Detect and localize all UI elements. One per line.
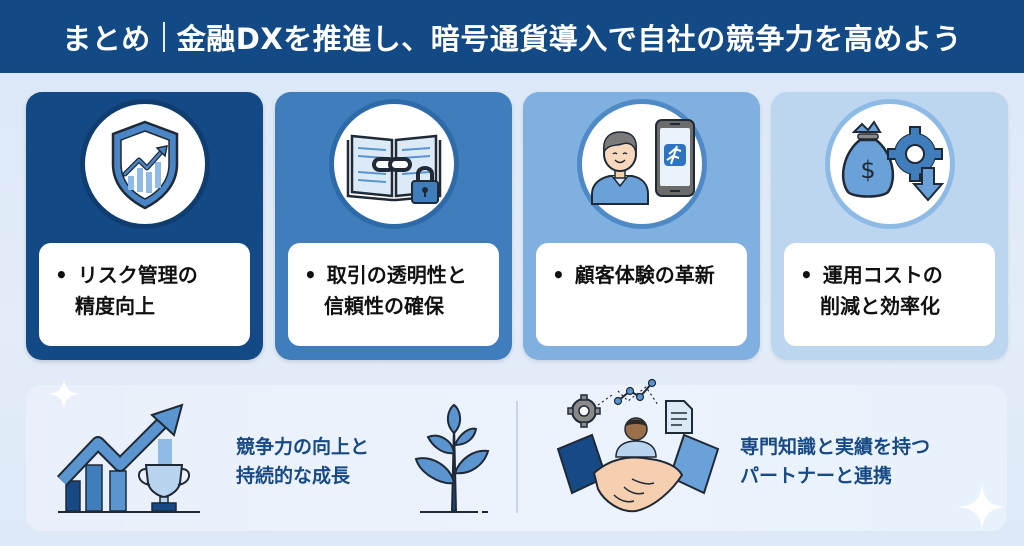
- bottom-right-text: 専門知識と実績を持つ パートナーと連携: [740, 433, 930, 491]
- page-title: まとめ 金融DXを推進し、暗号通貨導入で自社の競争力を高めよう: [0, 0, 1024, 73]
- card-line1: リスク管理の: [77, 263, 198, 287]
- card-line2: 精度向上: [75, 294, 155, 318]
- bottom-right-line1: 専門知識と実績を持つ: [740, 436, 931, 458]
- card-text: • 顧客体験の革新: [536, 243, 747, 346]
- plant-icon: [414, 403, 490, 513]
- card-risk-management: • リスク管理の 精度向上: [26, 92, 263, 360]
- customer-smartphone-icon: [581, 104, 702, 224]
- bottom-left-text: 競争力の向上と 持続的な成長: [236, 433, 369, 491]
- bottom-left-line2: 持続的な成長: [236, 465, 351, 487]
- ledger-lock-icon: [333, 104, 454, 224]
- panel-divider: [516, 401, 518, 513]
- bullet: •: [304, 263, 317, 287]
- card-cost-reduction: $ • 運用コストの 削減と効率化: [771, 92, 1008, 360]
- bullet: •: [800, 263, 813, 287]
- card-customer-experience: • 顧客体験の革新: [523, 92, 760, 360]
- card-line1: 顧客体験の革新: [574, 263, 715, 287]
- card-text: • 運用コストの 削減と効率化: [784, 243, 995, 346]
- money-gear-down-icon: $: [829, 104, 950, 224]
- title-main: 金融DXを推進し、暗号通貨導入で自社の競争力を高めよう: [176, 21, 962, 56]
- sparkle-icon: [48, 378, 80, 410]
- shield-chart-icon: [84, 104, 205, 224]
- bullet: •: [552, 263, 565, 287]
- card-line2: 信頼性の確保: [324, 294, 444, 318]
- sparkle-icon: [958, 483, 1006, 531]
- card-text: • リスク管理の 精度向上: [39, 243, 250, 346]
- card-text: • 取引の透明性と 信頼性の確保: [288, 243, 499, 346]
- title-separator: [162, 21, 165, 52]
- handshake-partner-icon: [556, 378, 720, 513]
- svg-text:$: $: [860, 156, 875, 184]
- bottom-right-line2: パートナーと連携: [740, 465, 893, 487]
- bottom-left-line1: 競争力の向上と: [236, 436, 370, 458]
- card-line2: 削減と効率化: [820, 294, 940, 318]
- title-prefix: まとめ: [62, 21, 151, 56]
- card-line1: 運用コストの: [822, 263, 943, 287]
- bullet: •: [55, 263, 68, 287]
- summary-bottom-panel: 競争力の向上と 持続的な成長: [26, 378, 1007, 531]
- card-line1: 取引の透明性と: [326, 263, 467, 287]
- growth-chart-trophy-icon: [56, 403, 200, 513]
- card-transparency-trust: • 取引の透明性と 信頼性の確保: [275, 92, 512, 360]
